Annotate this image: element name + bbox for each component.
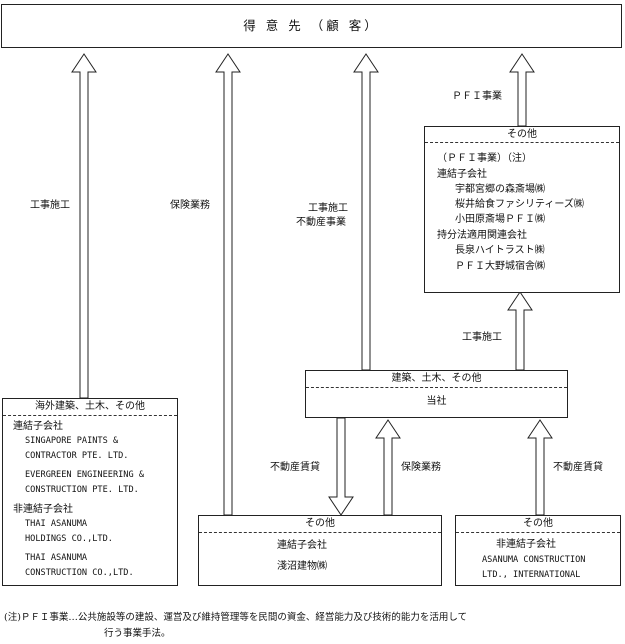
label-construction-1: 工事施工: [30, 200, 70, 211]
overseas-box: 海外建築、土木、その他 連結子会社 SINGAPORE PAINTS & CON…: [2, 398, 178, 586]
label-construction-3: 工事施工: [462, 332, 502, 343]
pfi-line-1: （ＰＦＩ事業）（注）: [437, 153, 532, 164]
pfi-line-8: ＰＦＩ大野城宿舎㈱: [455, 261, 545, 272]
company-name: 当社: [426, 396, 447, 407]
arrow-construction-to-pfi: [507, 291, 533, 371]
overseas-line-7: THAI ASANUMA: [25, 519, 88, 529]
customers-box: 得 意 先 （顧 客）: [1, 4, 622, 48]
overseas-line-6: 非連結子会社: [13, 504, 73, 515]
pfi-line-7: 長泉ハイトラスト㈱: [455, 245, 545, 256]
other-right-header: その他: [523, 518, 553, 529]
overseas-line-9: THAI ASANUMA: [25, 553, 88, 563]
other-right-line-3: LTD., INTERNATIONAL: [482, 570, 581, 580]
overseas-line-2: SINGAPORE PAINTS &: [25, 436, 119, 446]
other-mid-header: その他: [305, 518, 335, 529]
arrow-realestate-lease-right: [527, 419, 553, 516]
pfi-line-5: 小田原斎場ＰＦＩ㈱: [455, 214, 545, 225]
pfi-line-2: 連結子会社: [437, 169, 487, 180]
label-insurance-2: 保険業務: [401, 462, 441, 473]
pfi-other-box: その他 （ＰＦＩ事業）（注） 連結子会社 宇都宮郷の森斎場㈱ 桜井給食ファシリテ…: [424, 126, 620, 293]
footnote-line-1: (注)ＰＦＩ事業…公共施設等の建設、運営及び維持管理等を民間の資金、経営能力及び…: [4, 612, 468, 623]
overseas-line-10: CONSTRUCTION CO.,LTD.: [25, 568, 134, 578]
customers-title: 得 意 先 （顧 客）: [243, 18, 380, 33]
arrow-insurance-up: [375, 419, 401, 516]
label-realestate-business: 不動産事業: [296, 217, 346, 228]
overseas-box-header: 海外建築、土木、その他: [35, 401, 145, 412]
overseas-line-1: 連結子会社: [13, 421, 63, 432]
company-box-divider: [306, 387, 567, 388]
pfi-line-4: 桜井給食ファシリティーズ㈱: [455, 199, 584, 210]
pfi-box-header: その他: [507, 129, 537, 140]
label-realestate-lease-2: 不動産賃貸: [553, 462, 603, 473]
pfi-line-6: 持分法適用関連会社: [437, 230, 527, 241]
overseas-box-divider: [3, 415, 177, 416]
arrow-pfi-to-customers: [509, 53, 535, 127]
other-mid-line-2: 淺沼建物㈱: [277, 561, 327, 572]
overseas-line-4: EVERGREEN ENGINEERING &: [25, 470, 144, 480]
label-pfi-business: ＰＦＩ事業: [452, 91, 502, 102]
pfi-line-3: 宇都宮郷の森斎場㈱: [455, 184, 545, 195]
arrow-construction-realestate-company: [353, 53, 379, 371]
other-right-divider: [456, 532, 620, 533]
other-right-line-2: ASANUMA CONSTRUCTION: [482, 555, 586, 565]
other-box-right: その他 非連結子会社 ASANUMA CONSTRUCTION LTD., IN…: [455, 515, 621, 586]
overseas-line-5: CONSTRUCTION PTE. LTD.: [25, 485, 139, 495]
overseas-line-3: CONTRACTOR PTE. LTD.: [25, 451, 129, 461]
other-mid-line-1: 連結子会社: [277, 540, 327, 551]
other-mid-divider: [199, 532, 441, 533]
label-insurance-1: 保険業務: [170, 200, 210, 211]
company-box-header: 建築、土木、その他: [391, 373, 482, 384]
arrow-insurance-mid: [215, 53, 241, 516]
other-right-line-1: 非連結子会社: [496, 539, 556, 550]
footnote-line-2: 行う事業手法。: [104, 628, 171, 639]
overseas-line-8: HOLDINGS CO.,LTD.: [25, 534, 113, 544]
label-realestate-lease-1: 不動産賃貸: [270, 462, 320, 473]
pfi-box-divider: [425, 142, 619, 143]
arrow-construction-overseas: [71, 53, 97, 399]
label-construction-2: 工事施工: [308, 203, 348, 214]
arrow-realestate-lease-down: [328, 417, 354, 516]
company-box: 建築、土木、その他 当社: [305, 370, 568, 418]
other-box-mid: その他 連結子会社 淺沼建物㈱: [198, 515, 442, 586]
